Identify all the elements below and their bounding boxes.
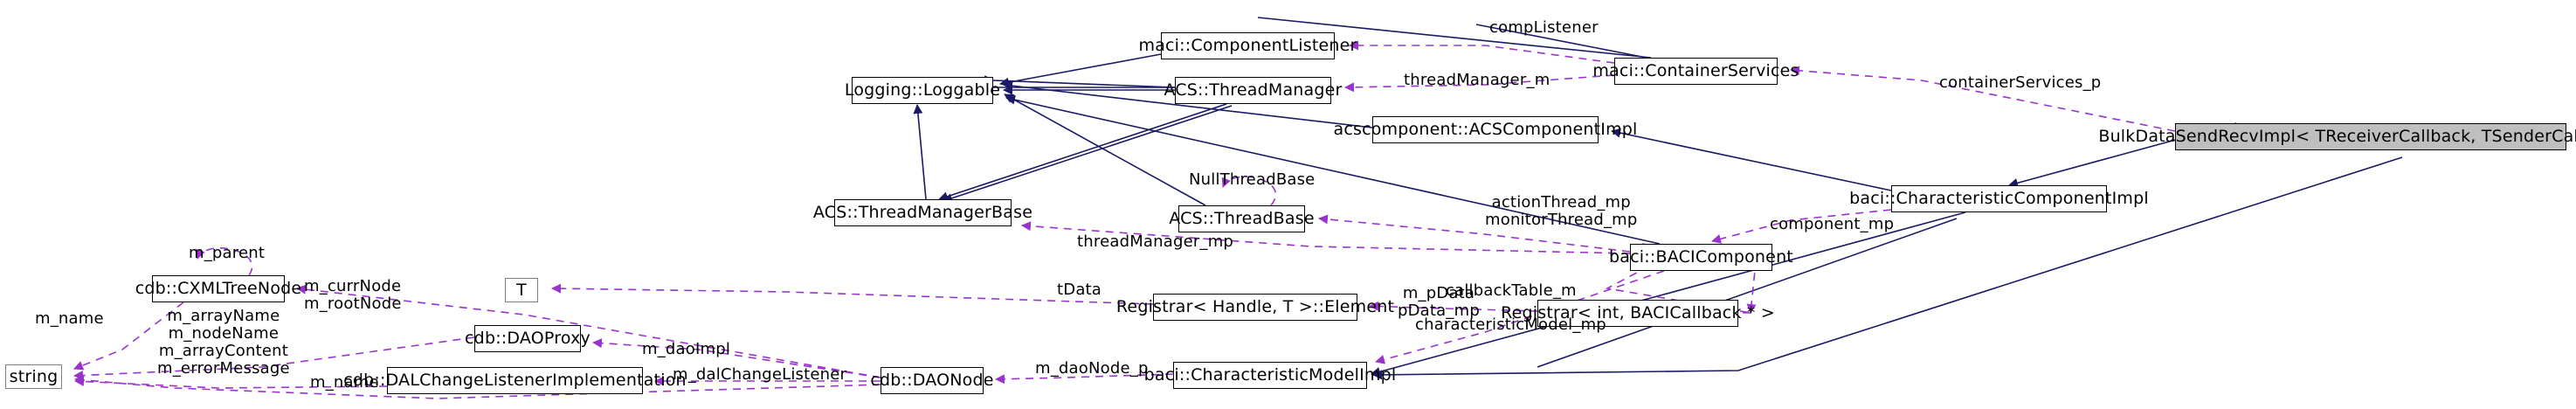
edge-label-m-daoimpl: m_daoImpl	[642, 340, 731, 358]
edge-label-m-pdata-pdata-mp: m_pData pData_mp	[1398, 284, 1480, 321]
node-registrar-handle-t-element[interactable]: Registrar< Handle, T >::Element	[1116, 294, 1394, 321]
node-label: baci::CharacteristicComponentImpl	[1849, 189, 2149, 208]
node-bulkdatasendrecvimpl[interactable]: BulkDataSendRecvImpl< TReceiverCallback,…	[2098, 123, 2576, 150]
edge-label-tdata: tData	[1057, 281, 1102, 299]
node-registrar-int-bacicallback[interactable]: Registrar< int, BACICallback * >	[1501, 300, 1775, 327]
edge-label-m-dalchangelistener: m_dalChangeListener	[673, 365, 847, 384]
node-label: maci::ContainerServices	[1592, 61, 1799, 80]
node-label: cdb::DALChangeListenerImplementation	[343, 371, 687, 390]
node-label: T	[516, 280, 527, 300]
node-label: ACS::ThreadManagerBase	[812, 203, 1033, 222]
node-label: baci::BACIComponent	[1609, 247, 1793, 267]
node-label: baci::CharacteristicModelImpl	[1143, 365, 1397, 385]
node-acs-threadmanagerbase[interactable]: ACS::ThreadManagerBase	[813, 199, 1032, 226]
edge-label-characteristicmodel-mp: characteristicModel_mp	[1415, 315, 1606, 334]
node-cdb-daoproxy[interactable]: cdb::DAOProxy	[465, 325, 590, 352]
node-acs-threadbase[interactable]: ACS::ThreadBase	[1169, 205, 1315, 232]
node-label: cdb::CXMLTreeNode	[135, 279, 302, 298]
node-baci-characteristicmodelimpl[interactable]: baci::CharacteristicModelImpl	[1144, 362, 1396, 389]
node-string[interactable]: string	[5, 364, 62, 389]
node-maci-componentlistener[interactable]: maci::ComponentListener	[1138, 32, 1357, 59]
edge-label-m-parent: m_parent	[189, 244, 266, 262]
node-label: Logging::Loggable	[844, 80, 1001, 100]
edge-label-component-mp: component_mp	[1770, 215, 1895, 233]
node-label: maci::ComponentListener	[1138, 36, 1357, 55]
edge-label-complistener: compListener	[1489, 18, 1599, 37]
edge-label-containerservices-p: containerServices_p	[1939, 73, 2102, 92]
edge-label-threadmanager-mp: threadManager_mp	[1077, 232, 1234, 251]
edge-label-callbacktable-m: callbackTable_m	[1446, 281, 1577, 300]
edge-label-threadmanager-m: threadManager_m	[1404, 71, 1550, 89]
edge-label-m-name-daonode: m_name	[310, 373, 379, 392]
node-label: acscomponent::ACSComponentImpl	[1333, 120, 1638, 139]
edge-label-m-arrayname-group: m_arrayName m_nodeName m_arrayContent m_…	[157, 307, 290, 378]
node-cdb-daonode[interactable]: cdb::DAONode	[870, 367, 993, 394]
node-label: string	[9, 366, 59, 386]
edge-label-m-daonode-p: m_daoNode_p	[1035, 359, 1149, 378]
node-label: ACS::ThreadBase	[1169, 209, 1315, 228]
edge-label-m-name-cxmltreenode: m_name	[35, 309, 104, 328]
edge-label-actionthread-monitorthread: actionThread_mp monitorThread_mp	[1485, 193, 1638, 230]
node-baci-bacicomponent[interactable]: baci::BACIComponent	[1609, 244, 1793, 271]
node-baci-characteristiccomponentimpl[interactable]: baci::CharacteristicComponentImpl	[1849, 185, 2149, 212]
node-acscomponent-acscomponentimpl[interactable]: acscomponent::ACSComponentImpl	[1333, 116, 1637, 143]
node-label: cdb::DAOProxy	[465, 329, 590, 348]
node-logging-loggable[interactable]: Logging::Loggable	[845, 77, 1000, 104]
node-t[interactable]: T	[505, 278, 538, 302]
node-label: ACS::ThreadManager	[1164, 80, 1343, 100]
node-cdb-dalchangelistenerimplementation[interactable]: cdb::DALChangeListenerImplementation	[343, 367, 687, 394]
node-cdb-cxmltreenode[interactable]: cdb::CXMLTreeNode	[135, 275, 301, 302]
edge-label-m-currnode-m-rootnode: m_currNode m_rootNode	[304, 277, 402, 314]
node-label: cdb::DAONode	[870, 371, 994, 390]
node-acs-threadmanager[interactable]: ACS::ThreadManager	[1164, 77, 1342, 104]
node-label: Registrar< Handle, T >::Element	[1115, 297, 1395, 316]
node-label: BulkDataSendRecvImpl< TReceiverCallback,…	[2098, 127, 2576, 146]
node-label: Registrar< int, BACICallback * >	[1501, 303, 1775, 322]
node-maci-containerservices[interactable]: maci::ContainerServices	[1592, 58, 1799, 85]
edge-label-nullthreadbase: NullThreadBase	[1189, 170, 1316, 189]
